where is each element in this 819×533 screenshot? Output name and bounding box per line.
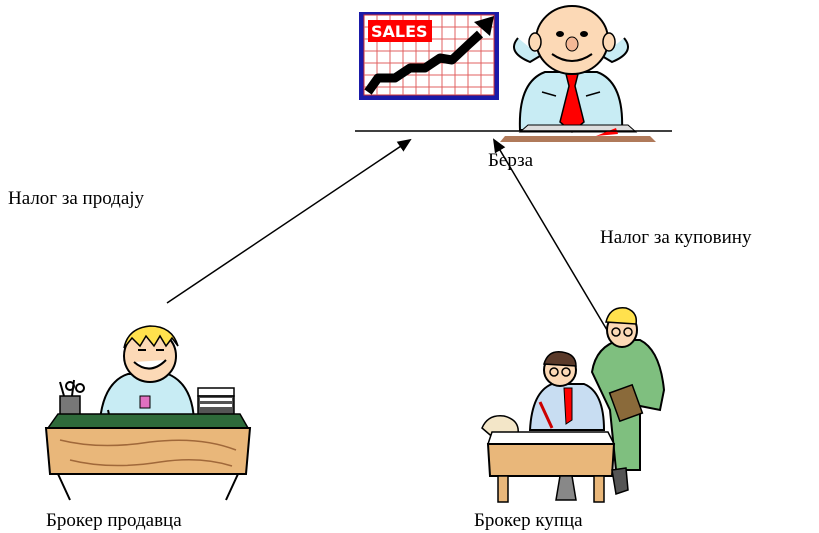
buy-order-label: Налог за куповину xyxy=(600,227,752,248)
buyer-broker-label: Брокер купца xyxy=(474,510,583,531)
sell-order-label: Налог за продају xyxy=(8,188,145,209)
seller-broker-label: Брокер продавца xyxy=(46,510,182,531)
sales-chart-title: SALES xyxy=(371,22,428,41)
exchange-man-icon xyxy=(500,5,656,142)
sell-order-arrow xyxy=(166,138,412,304)
buyer-broker-icon xyxy=(481,307,666,503)
seller-broker-icon xyxy=(44,325,252,501)
exchange-group: SALES xyxy=(355,5,672,142)
buy-order-arrow xyxy=(492,138,608,331)
exchange-label: Берза xyxy=(488,150,534,171)
sales-chart-icon: SALES xyxy=(359,12,499,100)
